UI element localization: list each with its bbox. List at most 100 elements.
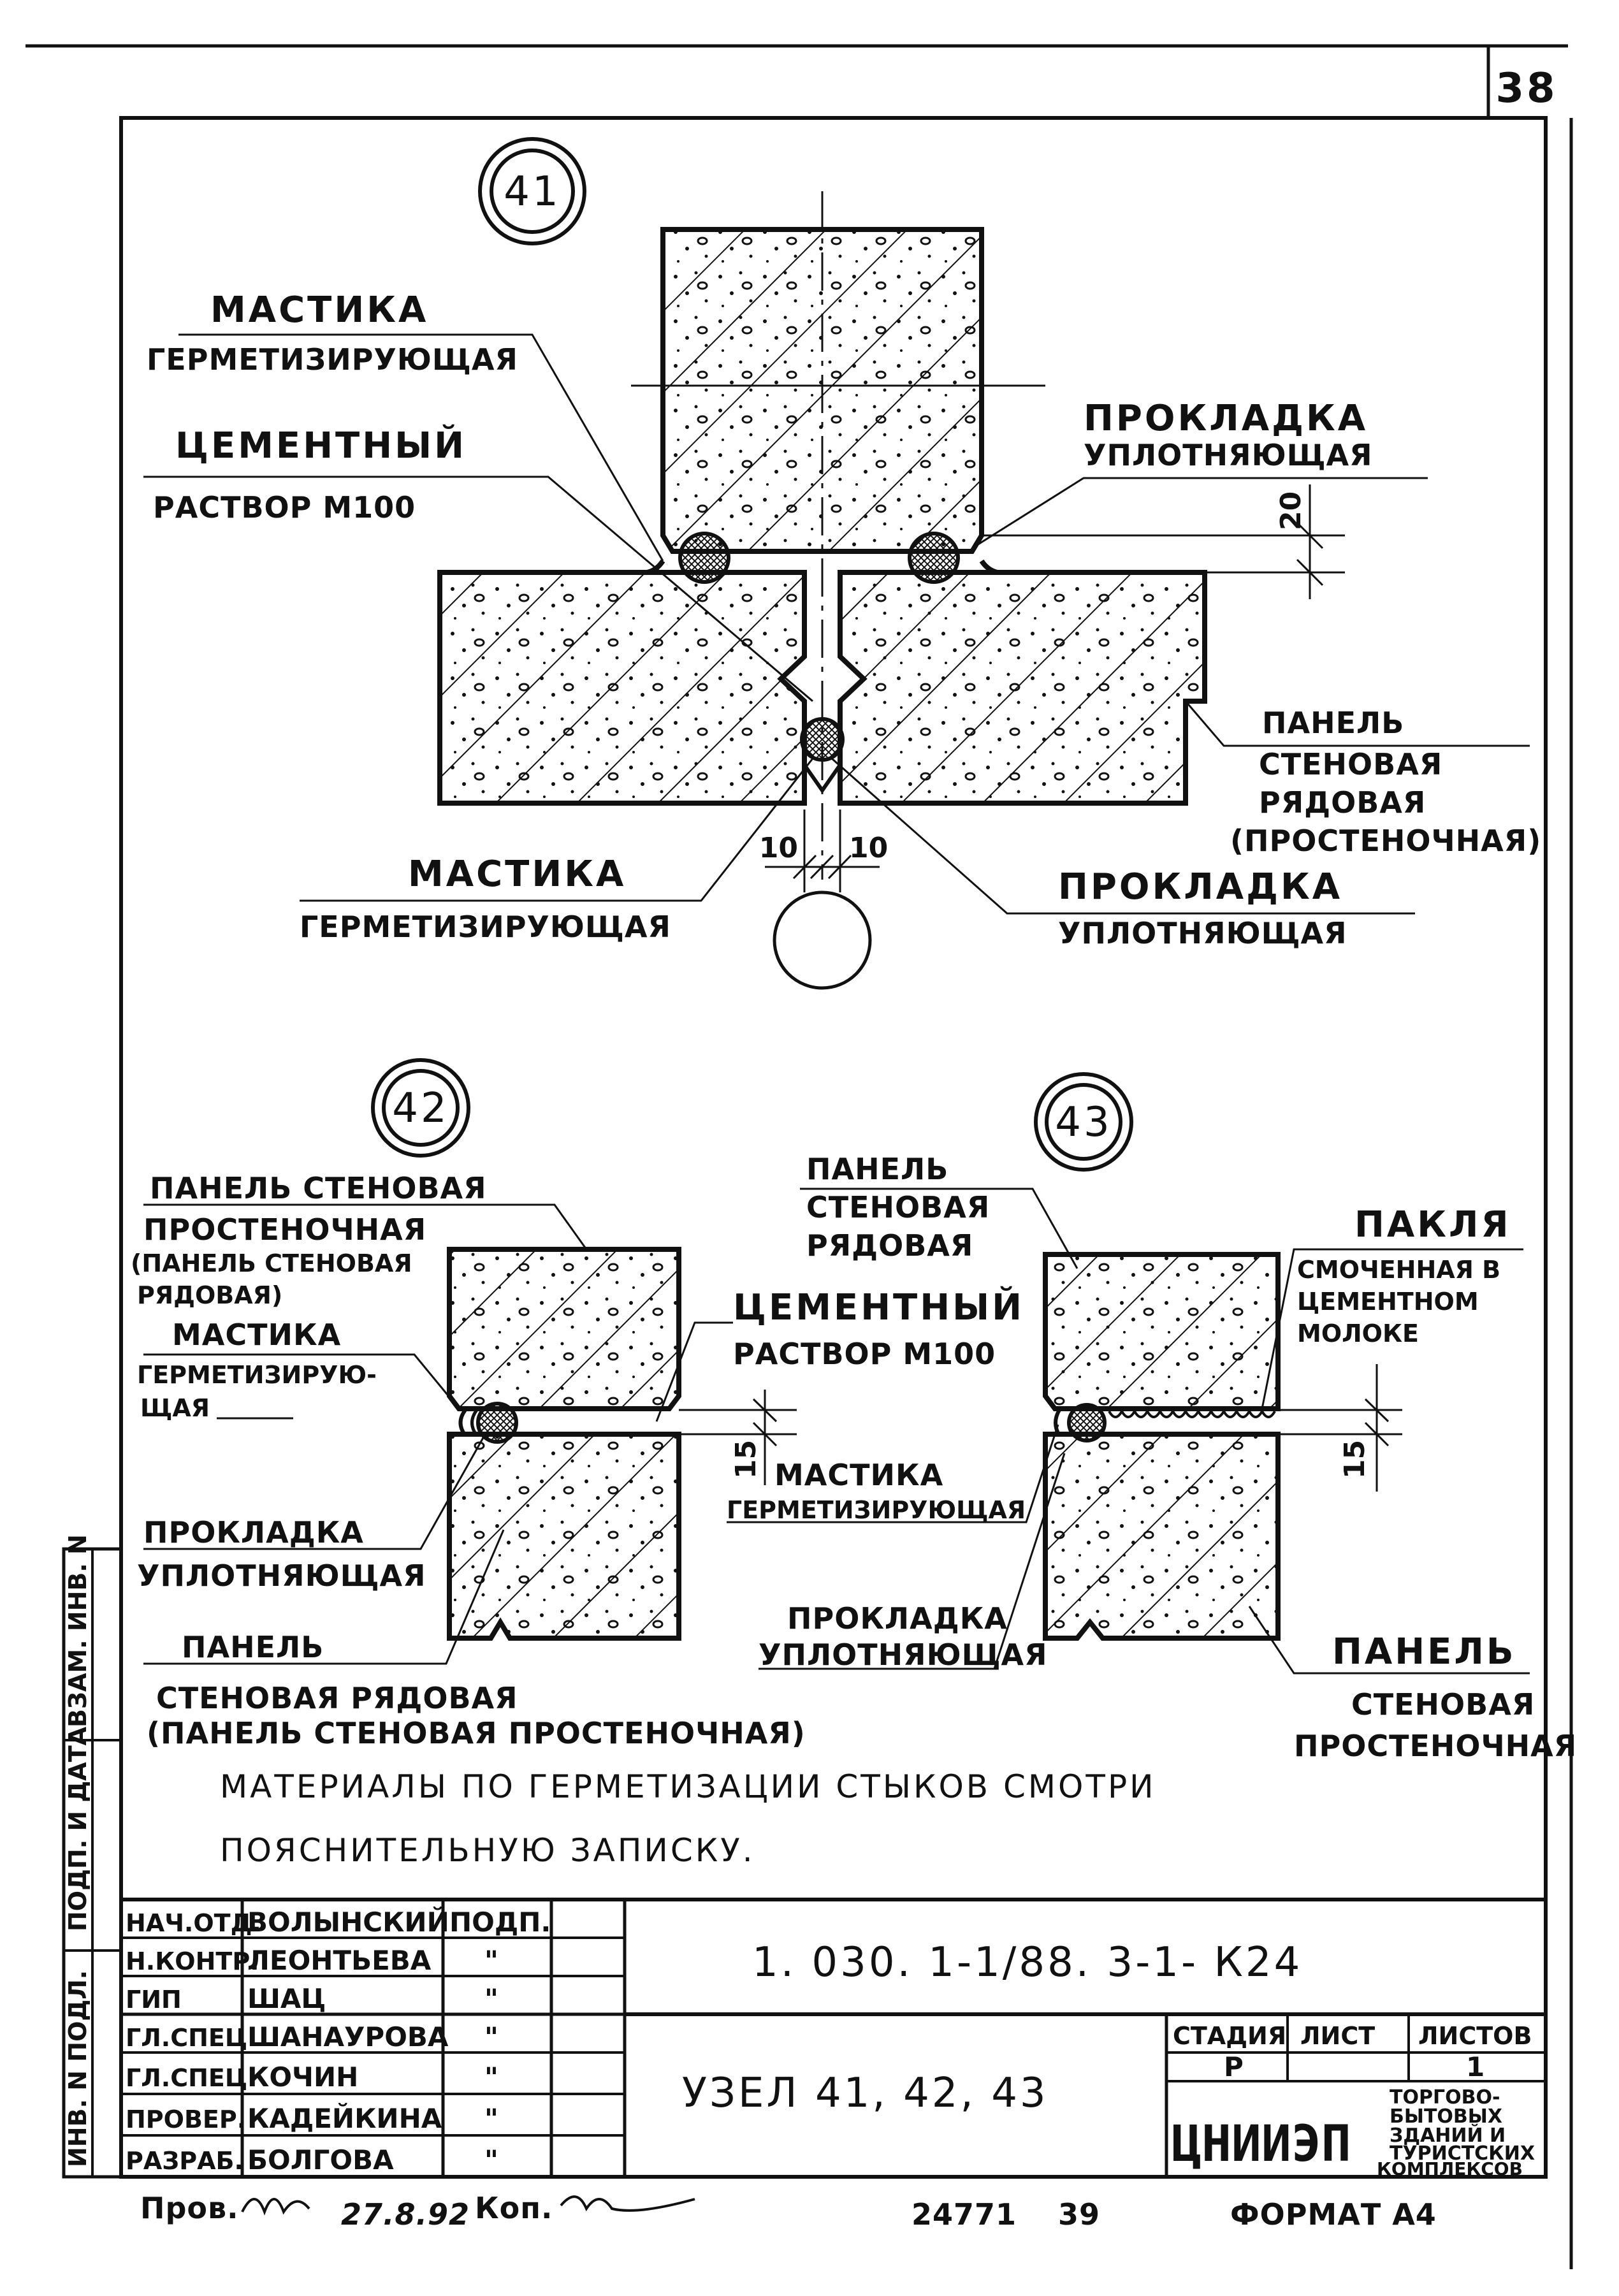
svg-text:": " [484,2021,498,2053]
node-42-lower-panel [447,1432,681,1641]
svg-text:ВОЛЫНСКИЙ: ВОЛЫНСКИЙ [247,1906,449,1938]
svg-text:МАТЕРИАЛЫ ПО ГЕРМЕТИЗАЦИИ: МАТЕРИАЛЫ ПО ГЕРМЕТИЗАЦИИ СТЫКОВ СМОТРИ [220,1768,1156,1805]
node-41-gasket-bottom-label: ПРОКЛАДКА [1058,866,1342,908]
svg-text:10: 10 [849,832,888,864]
svg-text:ШАНАУРОВА: ШАНАУРОВА [247,2021,449,2053]
node-42-panel-top-label: ПАНЕЛЬ СТЕНОВАЯ [150,1171,487,1205]
svg-text:": " [484,2144,498,2176]
svg-text:НАЧ.ОТД.: НАЧ.ОТД. [126,1909,261,1937]
svg-text:43: 43 [1055,1099,1112,1146]
node-41-panel-label: ПАНЕЛЬ [1262,706,1404,740]
organization-name-3: ЗДАНИЙ И [1390,2124,1506,2147]
node-41-mastic-bottom-label: МАСТИКА [408,854,626,895]
organization-name-2: БЫТОВЫХ [1390,2105,1502,2128]
document-code: 1. 030. 1-1/88. 3-1- К24 [752,1939,1302,1986]
node-42-leaders [143,1203,733,1665]
svg-text:ЛЕОНТЬЕВА: ЛЕОНТЬЕВА [247,1945,432,1976]
svg-text:КОЧИН: КОЧИН [247,2061,358,2093]
checked-label: Пров. [140,2191,239,2225]
node-43-gasket-and-tow [1054,1403,1278,1442]
general-note: МАТЕРИАЛЫ ПО ГЕРМЕТИЗАЦИИ СТЫКОВ СМОТРИ … [220,1768,1156,1869]
node-41-panel-label-3: РЯДОВАЯ [1259,785,1426,820]
node-41-gasket-top-label: ПРОКЛАДКА [1084,398,1368,439]
node-41-mastic-top-label-2: ГЕРМЕТИЗИРУЮЩАЯ [147,342,518,377]
node-43-dim-15: 15 [1278,1364,1402,1492]
node-42-panel-top-label-4: РЯДОВАЯ) [137,1281,282,1309]
node-41-mortar-label: ЦЕМЕНТНЫЙ [175,425,467,467]
node-41-dim-10: 10 10 [759,810,888,990]
organization-name-5: КОМПЛЕКСОВ [1377,2158,1523,2179]
node-42-mastic-label: МАСТИКА [172,1318,341,1352]
checked-date: 27.8.92 [341,2197,470,2232]
node-43-lower-panel [1043,1432,1281,1641]
node-43-panel-bottom-label-2: СТЕНОВАЯ [1351,1687,1535,1722]
svg-text:42: 42 [392,1085,449,1132]
node-43-gasket-label-2: УПЛОТНЯЮЩАЯ [759,1638,1048,1672]
sign-date-label: ПОДП. И ДАТА [64,1726,92,1931]
svg-text:БОЛГОВА: БОЛГОВА [247,2144,394,2176]
svg-text:": " [484,2103,498,2134]
svg-text:ПОЯСНИТЕЛЬНУЮ ЗАПИСКУ.: ПОЯСНИТЕЛЬНУЮ ЗАПИСКУ. [220,1832,755,1869]
svg-text:10: 10 [759,832,798,864]
title-block: НАЧ.ОТД. ВОЛЫНСКИЙ ПОДП. Н.КОНТР. ЛЕОНТЬ… [121,1898,1546,2179]
sheet-frame [25,44,1573,2269]
inv-subst-label: ВЗАМ. ИНВ. N [64,1534,92,1727]
svg-text:15: 15 [1339,1440,1371,1479]
node-42-panel-bottom-label: ПАНЕЛЬ [182,1630,324,1664]
node-42-dim-15: 15 [679,1390,797,1485]
node-41-left-panel [437,570,807,806]
node-42-mastic-label-2: ГЕРМЕТИЗИРУЮ- [137,1361,377,1389]
node-42-detail: 42 15 ПАН [131,1058,1024,1750]
node-41-detail: 41 [143,137,1541,990]
sheets-header: ЛИСТОВ [1418,2022,1532,2050]
node-41-leaders [143,333,1530,915]
svg-text:ГЛ.СПЕЦ.: ГЛ.СПЕЦ. [126,2064,257,2092]
node-42-mortar-label-2: РАСТВОР М100 [733,1337,996,1371]
node-42-mortar-label: ЦЕМЕНТНЫЙ [733,1286,1024,1328]
node-42-upper-panel [447,1247,681,1411]
node-43-leaders [727,1188,1530,1675]
node-41-marker: 41 [478,137,586,245]
svg-text:КАДЕЙКИНА: КАДЕЙКИНА [247,2102,442,2134]
sheets-value: 1 [1466,2051,1485,2082]
node-42-panel-bottom-label-2: СТЕНОВАЯ РЯДОВАЯ [156,1681,518,1715]
node-43-panel-bottom-label-3: ПРОСТЕНОЧНАЯ [1294,1729,1577,1763]
sheet-header: ЛИСТ [1300,2022,1375,2050]
node-43-mastic-label: МАСТИКА [774,1458,943,1492]
svg-text:": " [484,1983,498,2014]
node-43-tow-label-2: СМОЧЕННАЯ В [1297,1256,1500,1284]
node-43-tow-label-4: МОЛОКЕ [1297,1319,1419,1348]
svg-text:Н.КОНТР.: Н.КОНТР. [126,1947,259,1975]
node-42-marker: 42 [371,1058,470,1158]
copy-label: Коп. [475,2191,553,2225]
node-42-panel-top-label-3: (ПАНЕЛЬ СТЕНОВАЯ [131,1249,412,1277]
node-43-panel-top-label-3: РЯДОВАЯ [806,1228,973,1263]
organization-name-4: ТУРИСТСКИХ [1390,2142,1535,2165]
svg-text:": " [484,2061,498,2093]
svg-text:ПРОВЕР.: ПРОВЕР. [126,2105,246,2133]
svg-text:ГИП: ГИП [126,1986,182,2014]
drawing-title: УЗЕЛ 41, 42, 43 [682,2070,1049,2117]
signature-row-lines [121,1936,625,2137]
copy-signature [560,2195,695,2212]
stage-header: СТАДИЯ [1173,2022,1286,2050]
node-43-panel-top-label: ПАНЕЛЬ [806,1152,948,1186]
node-41-gasket-bottom-label-2: УПЛОТНЯЮЩАЯ [1058,916,1347,950]
node-43-tow-label: ПАКЛЯ [1354,1204,1511,1246]
node-42-gasket-label-2: УПЛОТНЯЮЩАЯ [137,1559,426,1593]
node-43-marker: 43 [1034,1072,1133,1172]
node-41-mastic-top-label: МАСТИКА [210,289,428,331]
organization-name-1: ТОРГОВО- [1390,2086,1500,2109]
node-42-gasket-label: ПРОКЛАДКА [143,1515,364,1550]
node-41-mortar-label-2: РАСТВОР М100 [153,490,416,525]
node-42-panel-bottom-label-3: (ПАНЕЛЬ СТЕНОВАЯ ПРОСТЕНОЧНАЯ) [147,1716,806,1750]
svg-text:15: 15 [730,1440,762,1479]
node-43-panel-top-label-2: СТЕНОВАЯ [806,1190,990,1224]
node-41-mastic-bottom-label-2: ГЕРМЕТИЗИРУЮЩАЯ [300,910,671,944]
node-43-mastic-label-2: ГЕРМЕТИЗИРУЮЩАЯ [727,1496,1026,1524]
node-42-mastic-label-3: ЩАЯ [140,1394,210,1422]
sheet-footer: Пров. 27.8.92 Коп. 24771 39 ФОРМАТ А4 [140,2191,1436,2232]
node-41-gasket-top-label-2: УПЛОТНЯЮЩАЯ [1084,438,1373,472]
stage-value: Р [1224,2051,1244,2082]
